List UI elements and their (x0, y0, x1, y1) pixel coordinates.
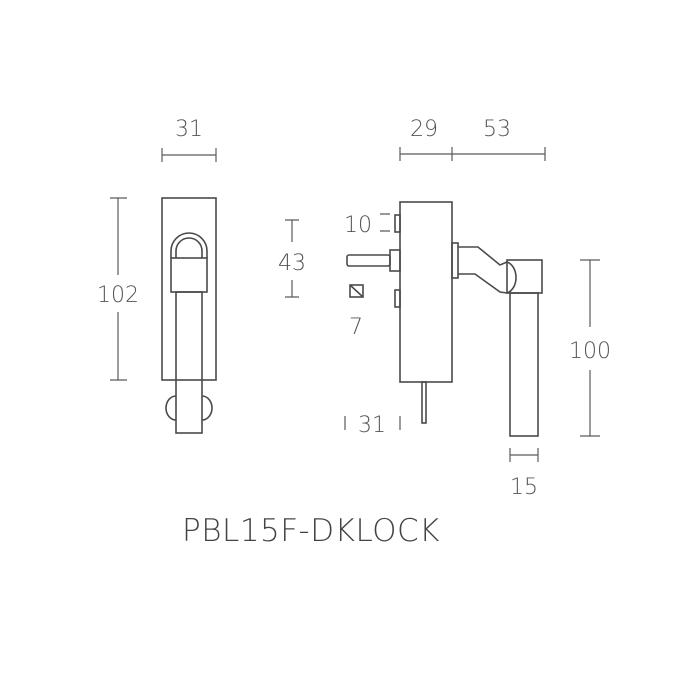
front-width-label: 31 (175, 117, 203, 142)
front-height-label: 102 (97, 283, 139, 308)
side-body (399, 201, 453, 383)
front-lock-cylinder-arc (170, 232, 208, 258)
lock-offset-dim: 43 (278, 219, 306, 298)
side-tab-bottom (394, 289, 401, 308)
lock-rod (421, 381, 427, 424)
front-handle-bulges (165, 395, 213, 421)
lever-arm (458, 246, 508, 294)
front-view: 31 102 (97, 117, 217, 434)
drawing-stroke (344, 416, 401, 430)
front-height-dim-line (110, 197, 127, 381)
spindle-length-label: 10 (344, 213, 372, 238)
side-view: 29 53 10 7 31 100 15 (344, 117, 611, 500)
front-lever (175, 291, 203, 434)
depth-label: 29 (410, 117, 438, 142)
side-tab-top (394, 214, 401, 233)
spindle-dim-marks (380, 213, 390, 232)
lever-length-dim-line (580, 259, 600, 437)
depth-dim-line (399, 147, 546, 161)
front-width-dim-line (161, 148, 217, 162)
side-lever (509, 292, 539, 437)
front-backplate (161, 197, 217, 381)
projection-label: 53 (483, 117, 511, 142)
lever-width-label: 15 (510, 475, 538, 500)
drawing-stroke (349, 284, 364, 298)
drawing-stroke (349, 284, 364, 298)
drawing-stroke (285, 219, 299, 298)
front-handle-head (170, 257, 208, 293)
rod-label: 31 (358, 413, 386, 438)
drawing-stroke (506, 261, 517, 294)
square-spindle-icon (349, 284, 364, 298)
rosette (451, 242, 459, 279)
spindle-square-label: 7 (349, 315, 363, 340)
lever-length-label: 100 (569, 339, 611, 364)
product-title: PBL15F-DKLOCK (182, 513, 440, 549)
drawing-stroke (175, 237, 203, 258)
lever-width-dim-line (509, 448, 539, 462)
spindle-collar (389, 249, 401, 272)
lock-offset-label: 43 (278, 251, 306, 276)
spindle (346, 254, 391, 267)
